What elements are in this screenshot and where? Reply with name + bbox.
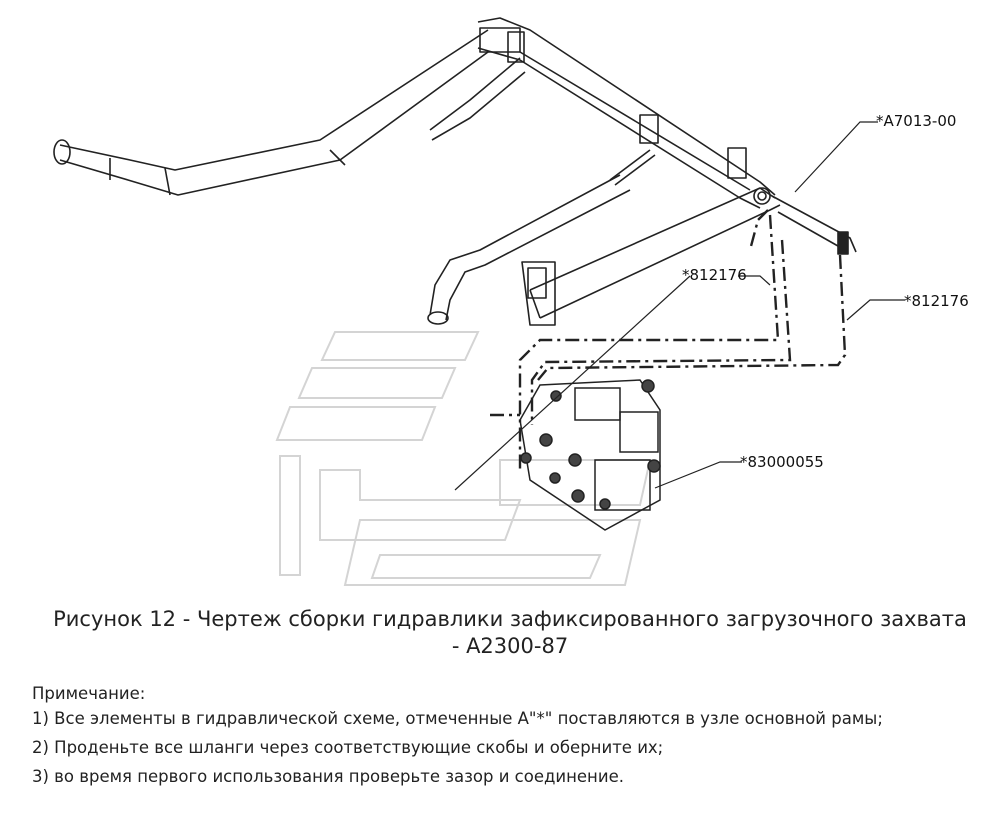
note-item-3: 3) во время первого использования провер… [32,767,624,786]
loader-frame [477,17,857,326]
callout-a7013: *A7013-00 [876,112,957,130]
caption-line-1: Рисунок 12 - Чертеж сборки гидравлики за… [53,607,967,631]
notes-section: Примечание: 1) Все элементы в гидравличе… [32,684,982,796]
callout-812176-right: *812176 [904,292,969,310]
callout-812176-left: *812176 [682,266,747,284]
port-fittings [520,379,661,510]
notes-title: Примечание: [32,684,146,703]
valve-block [519,379,661,531]
leader-lines [454,121,905,491]
figure-caption: Рисунок 12 - Чертеж сборки гидравлики за… [30,606,990,660]
hydraulic-assembly-drawing [53,17,905,586]
note-item-2: 2) Проденьте все шланги через соответств… [32,738,664,757]
callout-83000055: *83000055 [740,453,824,471]
watermark-logo [275,331,652,586]
note-item-1: 1) Все элементы в гидравлической схеме, … [32,709,883,728]
tine-arms [53,29,631,325]
hose-lines [490,209,847,470]
notes-list: 1) Все элементы в гидравлической схеме, … [32,709,982,786]
caption-line-2: - A2300-87 [451,634,569,658]
